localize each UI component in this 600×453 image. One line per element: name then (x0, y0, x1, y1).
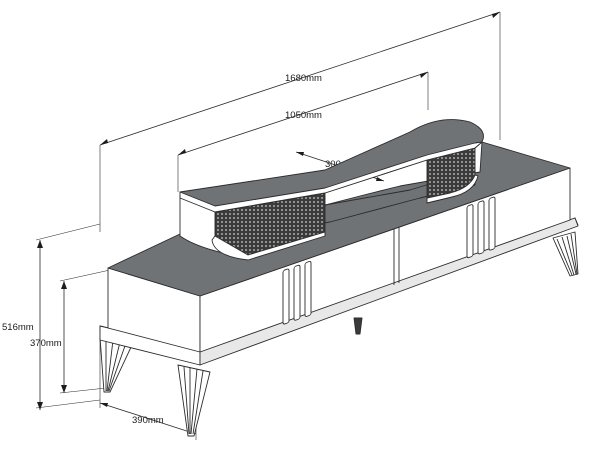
dimension-label-1680: 1680mm (285, 73, 322, 84)
dimension-370-height: 370mm (30, 269, 111, 394)
dimension-1680: 1680mm (99, 11, 501, 232)
right-leg (552, 231, 579, 277)
shelf-bottom-edge (211, 231, 326, 261)
dimension-label-370-height: 370mm (30, 338, 62, 349)
upper-shelf (179, 119, 484, 261)
front-left-leg (99, 336, 133, 393)
right-door-grooves (466, 196, 496, 259)
dimension-1050: 1050mm (177, 71, 429, 192)
back-left-leg (353, 317, 363, 335)
dimension-label-1050: 1050mm (285, 110, 322, 121)
dimension-516: 516mm (2, 223, 101, 410)
front-right-leg (177, 364, 211, 437)
shelf-right-bottom (426, 174, 479, 204)
shelf-top-edge (179, 141, 483, 213)
dimension-label-516: 516mm (2, 322, 34, 333)
dimension-label-390: 390mm (132, 415, 164, 426)
left-door-grooves (282, 261, 312, 325)
